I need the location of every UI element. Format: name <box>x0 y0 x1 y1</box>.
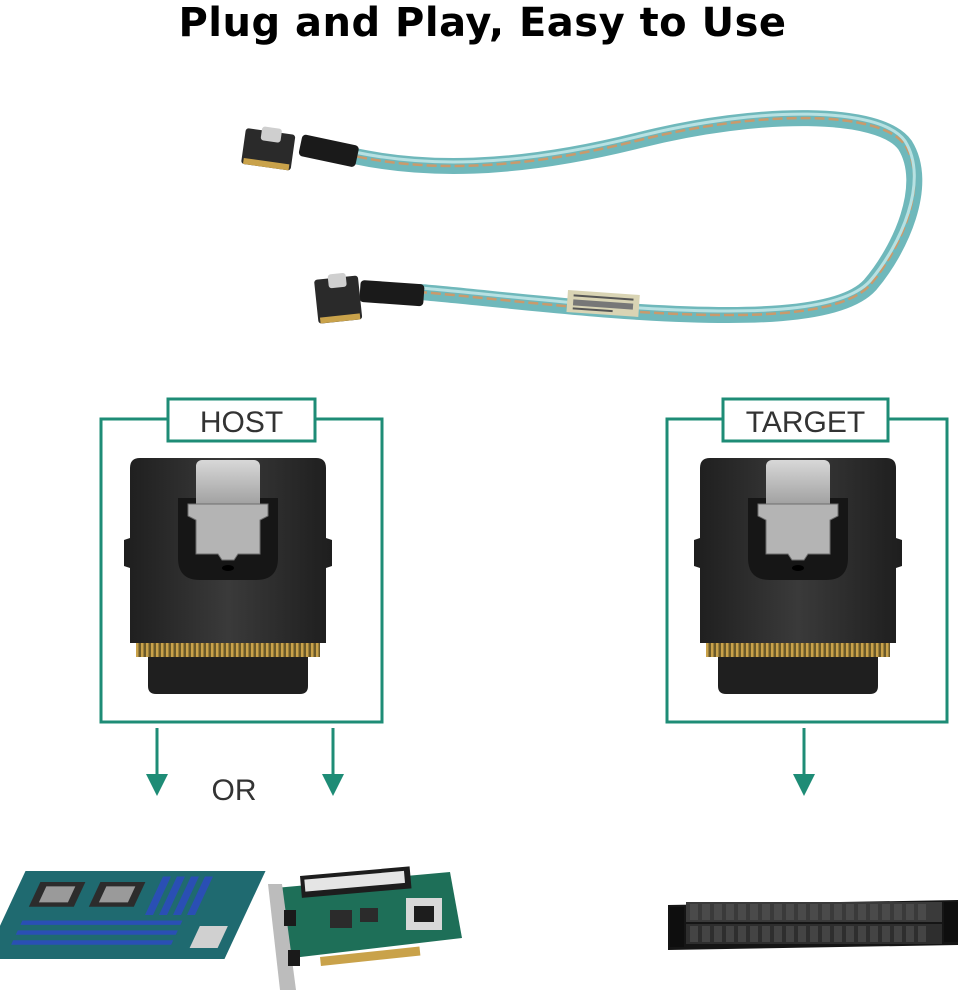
arrow-down-icon <box>791 726 817 798</box>
or-label: OR <box>212 774 257 807</box>
motherboard-icon <box>0 870 266 960</box>
host-connector-icon <box>123 457 333 695</box>
sas-cable-icon <box>241 110 923 324</box>
arrow-down-icon <box>320 726 346 798</box>
host-label: HOST <box>200 406 283 439</box>
target-connector-icon <box>693 457 903 695</box>
host-frame: HOST <box>99 397 384 724</box>
page-title: Plug and Play, Easy to Use <box>178 0 787 46</box>
arrow-down-icon <box>144 726 170 798</box>
target-frame: TARGET <box>665 397 949 724</box>
raid-card-icon <box>268 866 462 990</box>
server-backplane-icon <box>668 900 958 950</box>
target-label: TARGET <box>746 406 865 439</box>
